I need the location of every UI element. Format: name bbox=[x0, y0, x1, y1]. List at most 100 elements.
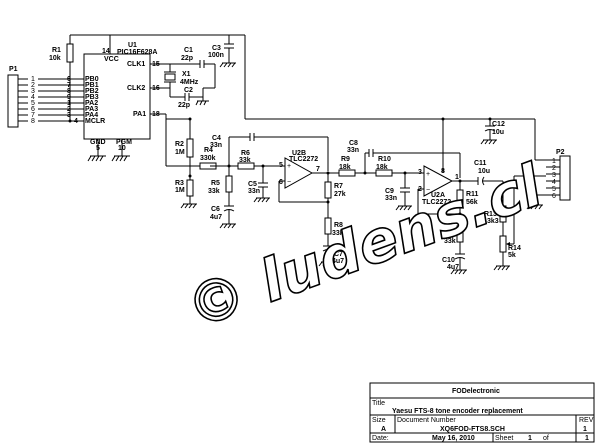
company-name: FODelectronic bbox=[452, 388, 500, 395]
c7-ref: C7 bbox=[334, 251, 343, 258]
r1-ref: R1 bbox=[52, 47, 61, 54]
u1-pin-num: 3 bbox=[67, 112, 71, 119]
u1-vcc-pin: 14 bbox=[102, 48, 110, 55]
c12-ref: C12 bbox=[492, 121, 505, 128]
p1-pin-8: 8 bbox=[31, 118, 35, 125]
r4-value: 330k bbox=[200, 155, 216, 162]
c1-value: 22p bbox=[181, 55, 193, 62]
u1-clk1-label: CLK1 bbox=[127, 61, 145, 68]
u1-pin-num: 4 bbox=[74, 118, 78, 125]
u1-pin-name: PA2 bbox=[85, 100, 98, 107]
c6-ref: C6 bbox=[211, 206, 220, 213]
capacitor-c2: C2 22p bbox=[178, 87, 203, 109]
p2-pin-5: 5 bbox=[552, 186, 556, 193]
capacitor-c4: C4 33n bbox=[210, 133, 329, 171]
u2b-pin: 7 bbox=[316, 166, 320, 173]
c4-value: 33n bbox=[210, 142, 222, 149]
resistor-r12: R12 33k bbox=[443, 225, 464, 254]
r3-value: 1M bbox=[175, 187, 185, 194]
junction-dot bbox=[441, 117, 445, 121]
u1-pin-num: 2 bbox=[67, 106, 71, 113]
c9-ref: C9 bbox=[385, 188, 394, 195]
connector-p1: P1 1 2 3 4 5 6 7 8 bbox=[7, 66, 84, 128]
p1-pin-stubs bbox=[18, 78, 28, 122]
opamp-u2b: + − U2B TLC2272 5 6 7 bbox=[278, 150, 339, 203]
u1-body bbox=[83, 53, 151, 140]
p2-pin-1: 1 bbox=[552, 158, 556, 165]
p1-pin-4: 4 bbox=[31, 94, 35, 101]
ground-symbol bbox=[195, 87, 215, 106]
resistor-r11: R11 56k bbox=[456, 181, 479, 226]
resistor-r8: R8 33k bbox=[324, 217, 344, 246]
c7-value: 4u7 bbox=[332, 258, 344, 265]
capacitor-c9: C9 33n bbox=[385, 173, 412, 211]
crystal-x1: X1 4MHz bbox=[150, 63, 200, 98]
c5-value: 33n bbox=[248, 188, 260, 195]
u1-pin-num: 6 bbox=[67, 76, 71, 83]
p1-pin-2: 2 bbox=[31, 82, 35, 89]
c2-value: 22p bbox=[178, 102, 190, 109]
capacitor-c11: C11 10u bbox=[474, 160, 503, 186]
c5-ref: C5 bbox=[248, 181, 257, 188]
r5-ref: R5 bbox=[211, 180, 220, 187]
u2a-part: TLC2272 bbox=[422, 199, 451, 206]
resistor-r5: R5 33k bbox=[208, 166, 233, 206]
capacitor-c6: C6 4u7 bbox=[210, 205, 236, 229]
c8-ref: C8 bbox=[349, 140, 358, 147]
u1-clk2-label: CLK2 bbox=[127, 85, 145, 92]
watermark-text: © ludens.cl bbox=[177, 151, 551, 343]
junction-dot bbox=[488, 117, 492, 121]
u1-pin-num: 7 bbox=[67, 82, 71, 89]
u2b-minus: − bbox=[287, 179, 291, 186]
resistor-r9: R9 18k bbox=[338, 156, 376, 177]
junction-dot bbox=[68, 119, 72, 123]
r12-value: 33k bbox=[444, 238, 456, 245]
c12-value: 10u bbox=[492, 129, 504, 136]
u2a-pin: 1 bbox=[455, 174, 459, 181]
rev-label: REV bbox=[579, 417, 594, 424]
c2-ref: C2 bbox=[184, 87, 193, 94]
u2b-ref: U2B bbox=[292, 150, 306, 157]
p1-pin-1: 1 bbox=[31, 76, 35, 83]
sheet-value: 1 bbox=[528, 435, 532, 442]
p1-ref: P1 bbox=[9, 66, 18, 73]
title-block: FODelectronic Title Yaesu FTS-8 tone enc… bbox=[369, 382, 595, 443]
u1-vcc-label: VCC bbox=[104, 56, 119, 63]
p2-pin-4: 4 bbox=[552, 179, 556, 186]
u2a-plus: + bbox=[426, 171, 430, 178]
r6-value: 33k bbox=[239, 157, 251, 164]
c3-ref: C3 bbox=[212, 45, 221, 52]
r12-ref: R12 bbox=[443, 231, 456, 238]
u2b-pin: 6 bbox=[279, 179, 283, 186]
r11-value: 56k bbox=[466, 199, 478, 206]
size-value: A bbox=[381, 426, 386, 433]
r10-value: 18k bbox=[376, 164, 388, 171]
u1-pin-name: PB1 bbox=[85, 82, 99, 89]
sheet-label: Sheet bbox=[495, 435, 513, 442]
p1-pin-6: 6 bbox=[31, 106, 35, 113]
p1-body bbox=[7, 74, 19, 128]
c10-ref: C10 bbox=[442, 257, 455, 264]
junction-dot bbox=[326, 200, 330, 204]
capacitor-c1: C1 22p bbox=[181, 47, 216, 88]
ground-symbol bbox=[180, 203, 197, 209]
resistor-r7: R7 27k bbox=[324, 173, 346, 218]
r5-value: 33k bbox=[208, 188, 220, 195]
capacitor-c10: C10 4u7 bbox=[442, 253, 467, 275]
r4-ref: R4 bbox=[204, 147, 213, 154]
u1-pgm-label: PGM bbox=[116, 139, 132, 146]
c6-value: 4u7 bbox=[210, 214, 222, 221]
resistor-r1: R1 10k bbox=[49, 35, 74, 123]
u1-pin-name: PA4 bbox=[85, 112, 98, 119]
u1-part: PIC16F628A bbox=[117, 49, 157, 56]
resistor-r10: R10 18k bbox=[375, 156, 418, 177]
u1-pin-num: 8 bbox=[67, 88, 71, 95]
r14-ref: R14 bbox=[508, 245, 521, 252]
p1-pin-7: 7 bbox=[31, 112, 35, 119]
rev-value: 1 bbox=[583, 426, 587, 433]
x1-ref: X1 bbox=[182, 71, 191, 78]
u1-pin-name: MCLR bbox=[85, 118, 105, 125]
u2b-plus: + bbox=[287, 163, 291, 170]
ground-symbol bbox=[87, 139, 106, 162]
r13-value: 3k3 bbox=[487, 218, 499, 225]
